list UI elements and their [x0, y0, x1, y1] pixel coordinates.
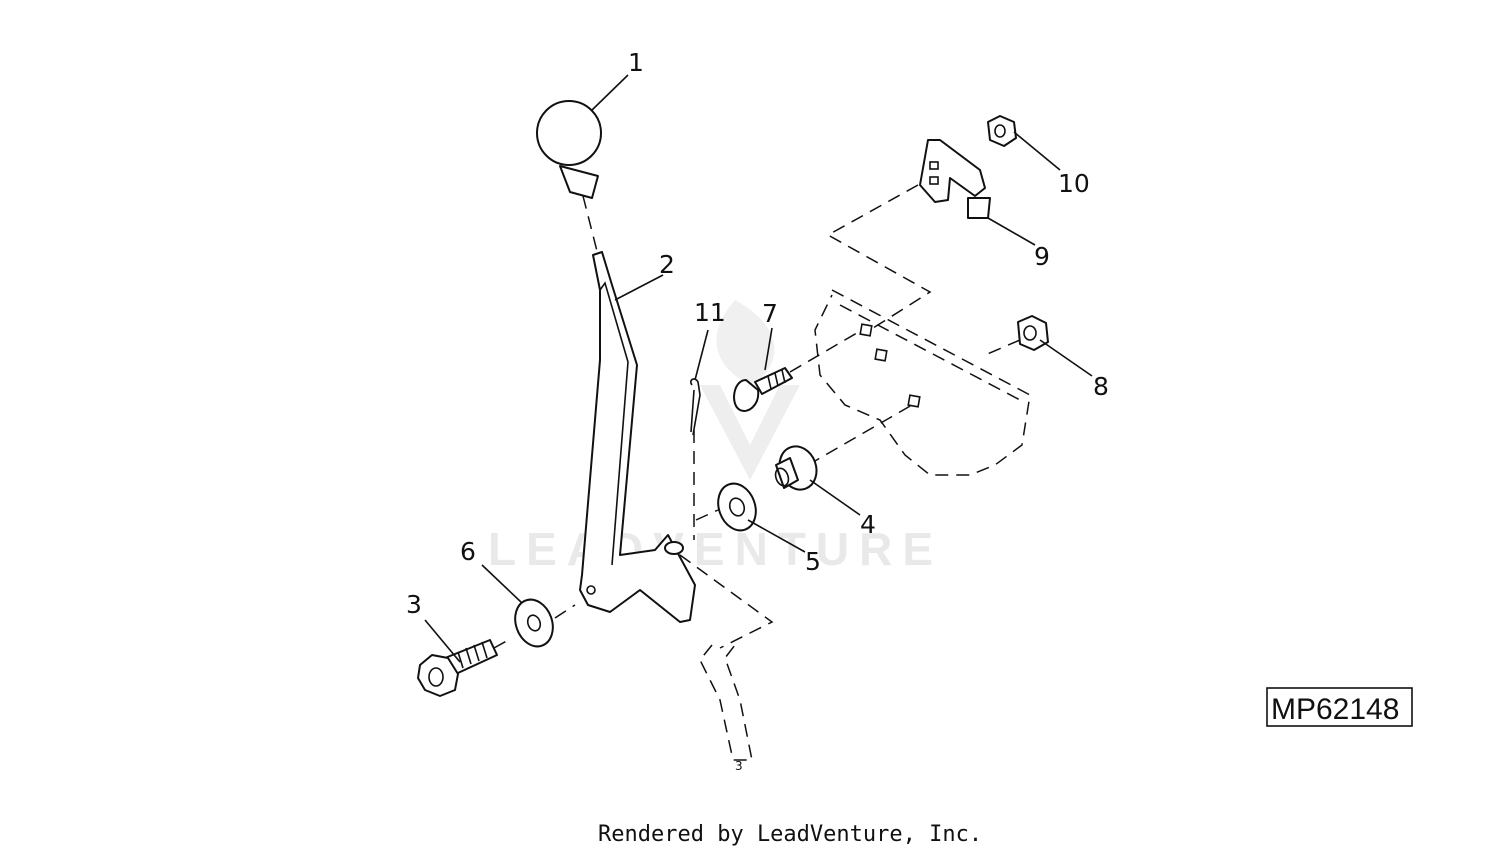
shift-lever-part: [579, 251, 696, 623]
svg-text:3: 3: [735, 759, 743, 773]
watermark-text: LEADVENTURE: [488, 523, 943, 575]
callout-5: 5: [805, 547, 821, 576]
callout-1: 1: [628, 48, 644, 77]
bracket-part: [919, 139, 991, 219]
callout-4: 4: [860, 510, 876, 539]
assembly-lines: [493, 184, 1021, 649]
callout-3: 3: [406, 590, 422, 619]
linkage-rod: 3: [699, 644, 753, 773]
knob-part: [536, 100, 602, 199]
callout-9: 9: [1034, 242, 1050, 271]
callout-8: 8: [1093, 372, 1109, 401]
bushing-part: [774, 445, 818, 491]
callout-2: 2: [659, 250, 675, 279]
reference-id-box: MP62148: [1266, 687, 1413, 727]
nut-part-10: [987, 115, 1017, 147]
footer-credit: Rendered by LeadVenture, Inc.: [598, 822, 982, 847]
callout-7: 7: [762, 299, 778, 328]
callouts: 1 2 3 4 5 6 7 8 9 10 11: [406, 48, 1109, 619]
watermark: LEADVENTURE: [488, 300, 943, 575]
leader-lines: [424, 74, 1093, 663]
washer-part-5: [717, 482, 757, 532]
carriage-bolt-part: [733, 367, 793, 412]
reference-id: MP62148: [1271, 693, 1399, 726]
callout-10: 10: [1058, 169, 1090, 198]
cotter-pin-part: [690, 378, 701, 436]
mounting-plate-outline: [814, 289, 1031, 476]
callout-11: 11: [694, 298, 726, 327]
callout-6: 6: [460, 537, 476, 566]
bolt-part: [417, 639, 498, 697]
nut-part-8: [1017, 315, 1049, 351]
washer-part-6: [514, 598, 554, 648]
